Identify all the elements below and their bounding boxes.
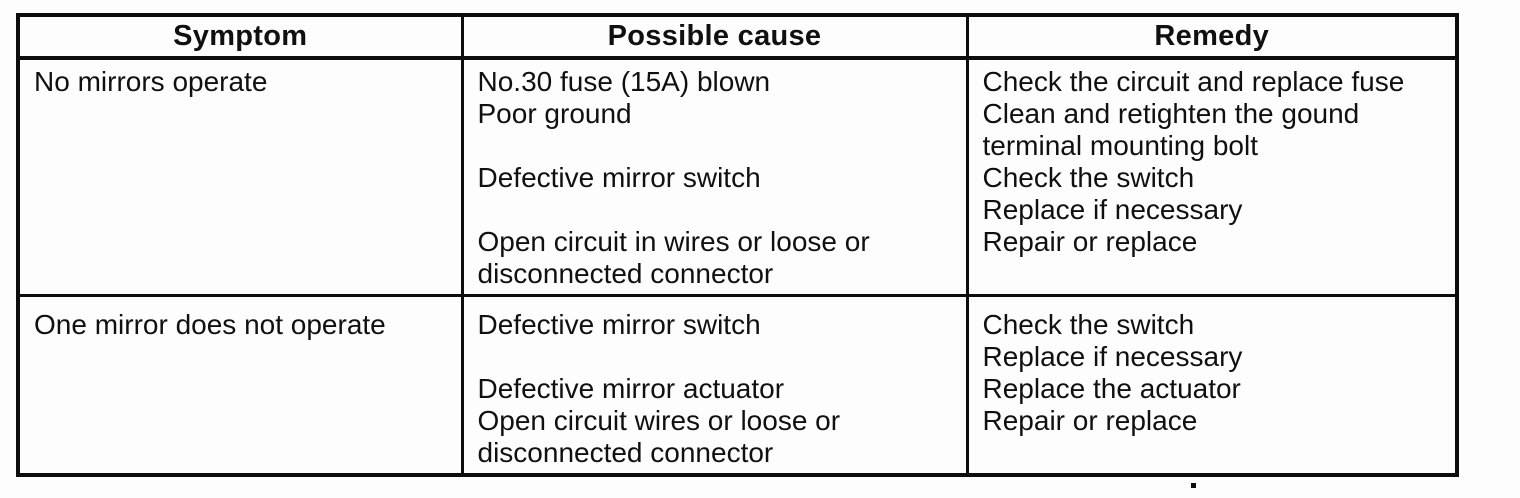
cause-line: disconnected connector: [477, 437, 774, 468]
remedy-line: Replace if necessary: [982, 341, 1243, 372]
cause-line-blank: [478, 130, 958, 162]
cause-line: No.30 fuse (15A) blown: [477, 66, 771, 97]
cause-line: Open circuit wires or loose or: [477, 405, 841, 436]
cause-line: disconnected connector: [477, 258, 774, 289]
cause-line: Poor ground: [477, 98, 632, 129]
cause-line: Open circuit in wires or loose or: [477, 226, 870, 257]
remedy-line: Repair or replace: [982, 405, 1198, 436]
remedy-line: Replace if necessary: [982, 194, 1243, 225]
symptom-text: No mirrors operate: [34, 66, 268, 97]
remedy-line: Check the circuit and replace fuse: [982, 66, 1405, 97]
table-row-no-mirrors-operate: No mirrors operate No.30 fuse (15A) blow…: [16, 56, 1459, 297]
cause-line: Defective mirror switch: [477, 309, 761, 340]
symptom-cell: One mirror does not operate: [16, 294, 464, 477]
remedy-line: Replace the actuator: [982, 373, 1241, 404]
remedy-line: Clean and retighten the gound: [982, 98, 1360, 129]
table-row-one-mirror-does-not-operate: One mirror does not operate Defective mi…: [16, 294, 1459, 477]
remedy-line: terminal mounting bolt: [982, 130, 1258, 161]
possible-cause-cell: Defective mirror switch Defective mirror…: [460, 294, 969, 477]
remedy-line: Check the switch: [982, 309, 1195, 340]
column-header-remedy: Remedy: [965, 13, 1459, 60]
cause-line: Defective mirror switch: [477, 162, 761, 193]
symptom-text: One mirror does not operate: [34, 309, 386, 340]
symptom-cell: No mirrors operate: [16, 56, 464, 297]
cause-line: Defective mirror actuator: [477, 373, 785, 404]
column-header-possible-cause: Possible cause: [460, 13, 969, 60]
cause-line-blank: [478, 194, 958, 226]
troubleshooting-table: Symptom Possible cause Remedy No mirrors…: [16, 13, 1459, 477]
cause-line-blank: [478, 341, 958, 373]
column-header-symptom: Symptom: [16, 13, 464, 60]
remedy-line: Check the switch: [982, 162, 1195, 193]
remedy-line: Repair or replace: [982, 226, 1198, 257]
table-header-row: Symptom Possible cause Remedy: [16, 13, 1459, 60]
remedy-cell: Check the switch Replace if necessary Re…: [965, 294, 1459, 477]
scan-artifact-dot: [1191, 483, 1196, 488]
remedy-cell: Check the circuit and replace fuse Clean…: [965, 56, 1459, 297]
possible-cause-cell: No.30 fuse (15A) blown Poor ground Defec…: [460, 56, 969, 297]
